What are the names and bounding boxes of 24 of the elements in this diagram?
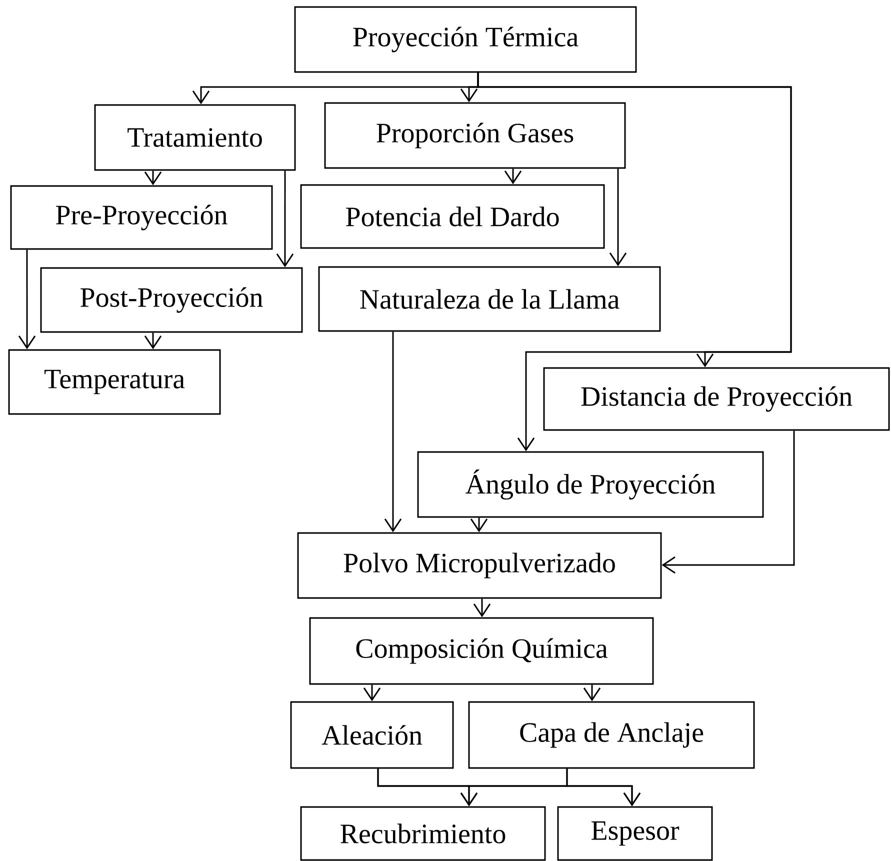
process-box: Polvo Micropulverizado	[297, 532, 662, 599]
process-box: Pre-Proyección	[10, 185, 273, 250]
process-box: Composición Química	[309, 617, 654, 685]
process-box: Tratamiento	[94, 104, 296, 171]
process-box: Espesor	[557, 806, 713, 861]
process-box: Temperatura	[8, 349, 221, 415]
process-box: Naturaleza de la Llama	[318, 266, 661, 332]
arrow	[276, 170, 294, 268]
arrow	[384, 332, 402, 532]
arrow	[609, 168, 627, 266]
process-box: Proyección Térmica	[294, 6, 637, 73]
process-box: Post-Proyección	[40, 267, 303, 333]
process-box: Potencia del Dardo	[300, 184, 605, 249]
process-box: Recubrimiento	[300, 806, 546, 861]
process-box: Ángulo de Proyección	[417, 451, 764, 518]
process-box: Capa de Anclaje	[468, 701, 755, 769]
process-box: Aleación	[290, 701, 454, 769]
arrow	[566, 768, 641, 806]
arrow	[473, 598, 491, 618]
arrow	[477, 72, 792, 452]
process-box: Distancia de Proyección	[543, 367, 890, 431]
process-box: Proporción Gases	[324, 102, 626, 169]
arrow	[18, 250, 36, 350]
arrow	[662, 430, 795, 574]
